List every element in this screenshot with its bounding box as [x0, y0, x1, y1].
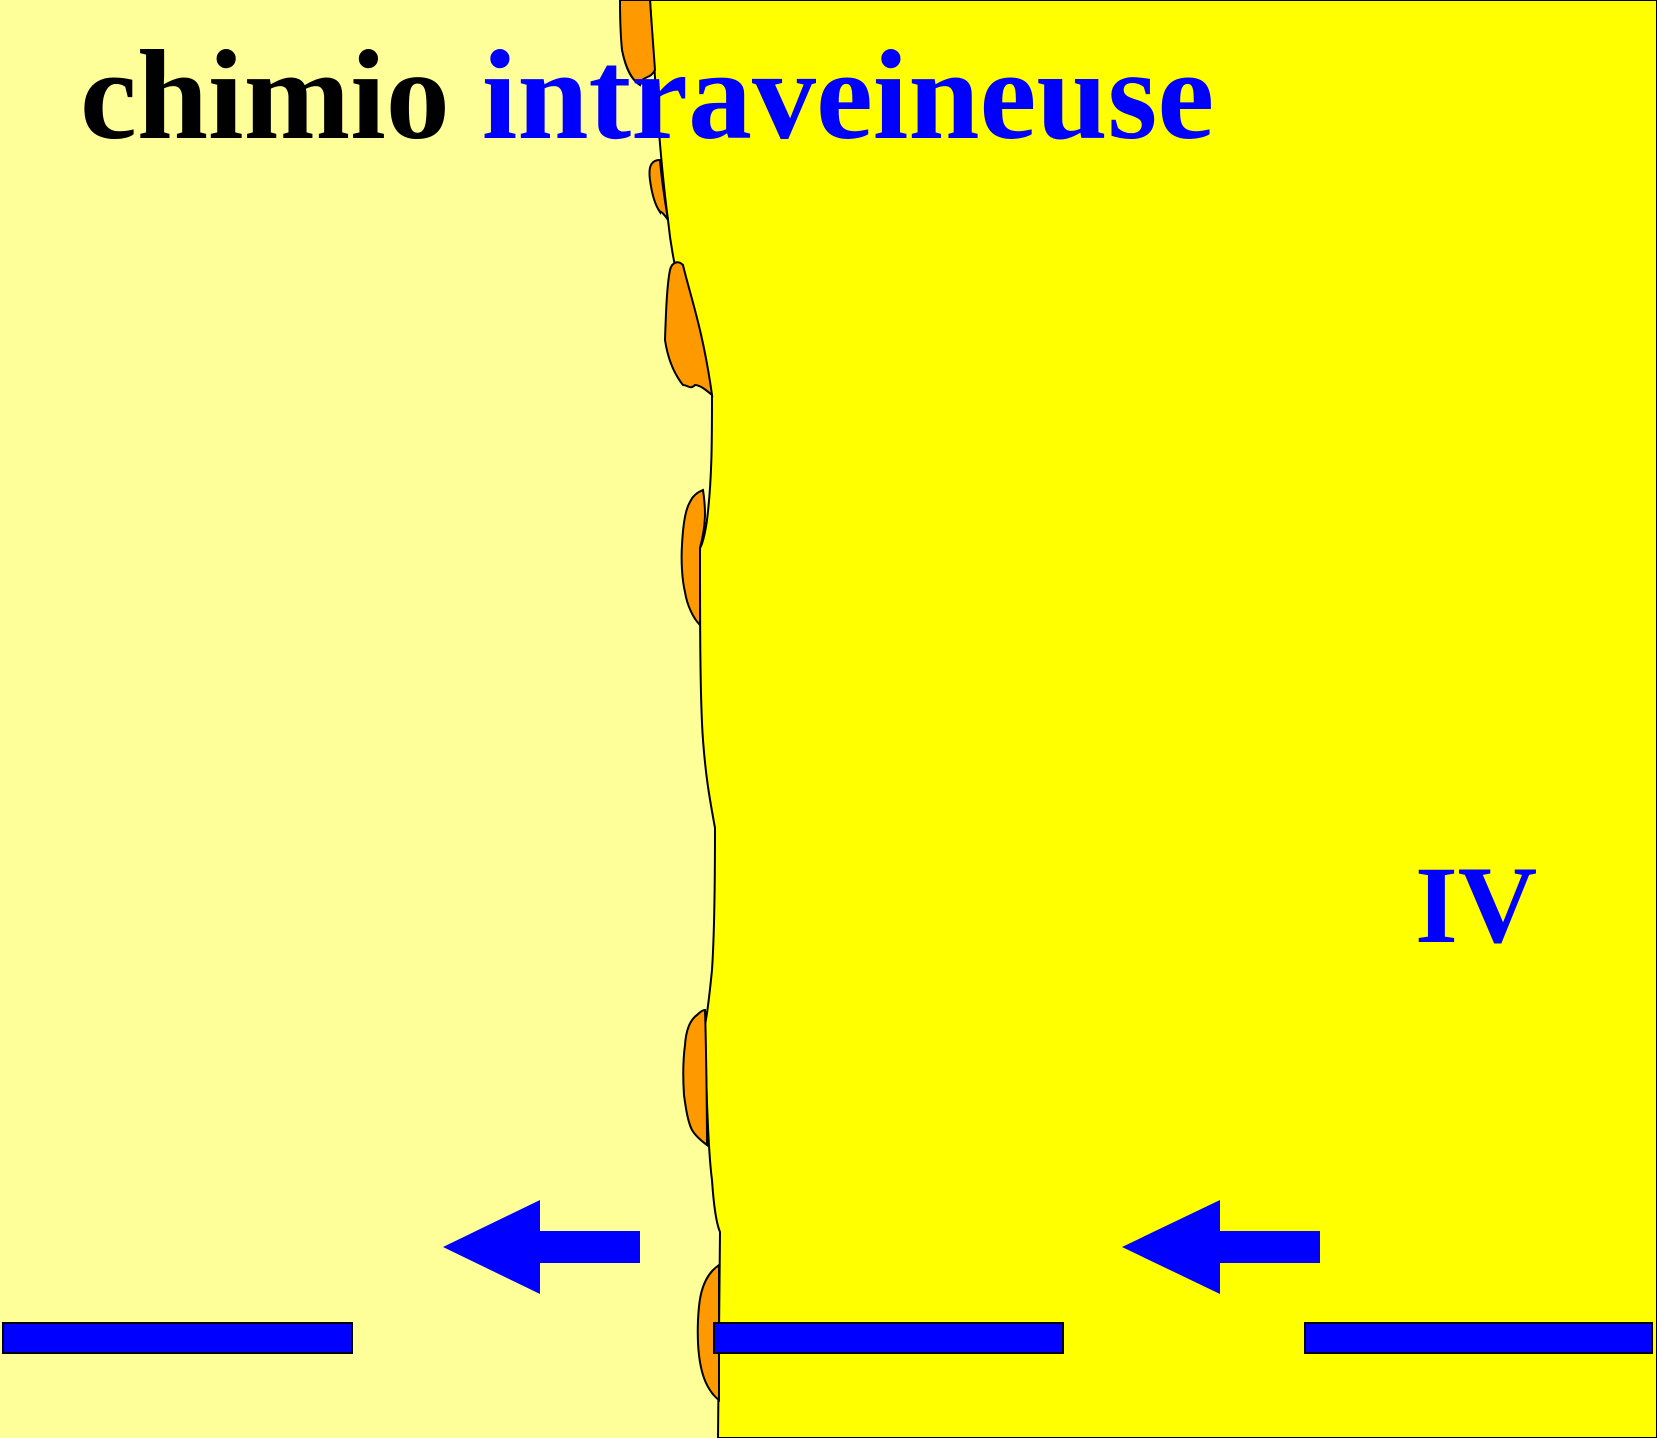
endothelial-cell-3: [663, 261, 714, 398]
iv-label: IV: [1415, 844, 1538, 966]
vessel-region: [648, 0, 1657, 1438]
arrow-left-icon: [1122, 1200, 1320, 1294]
blue-dash-bar: [1304, 1322, 1653, 1354]
endothelial-cell-4: [680, 488, 706, 628]
endothelial-cell-1: [619, 0, 657, 87]
blue-dash-bar: [2, 1322, 353, 1354]
arrow-left-icon: [443, 1200, 640, 1294]
endothelial-cell-2: [648, 158, 669, 221]
page-title: chimio intraveineuse: [80, 20, 1214, 170]
blue-dash-bar: [713, 1322, 1064, 1354]
title-word-chimio: chimio: [80, 24, 450, 166]
endothelial-cell-6: [696, 1262, 720, 1402]
endothelial-cell-5: [682, 1008, 709, 1147]
title-word-intraveineuse: intraveineuse: [481, 24, 1215, 166]
